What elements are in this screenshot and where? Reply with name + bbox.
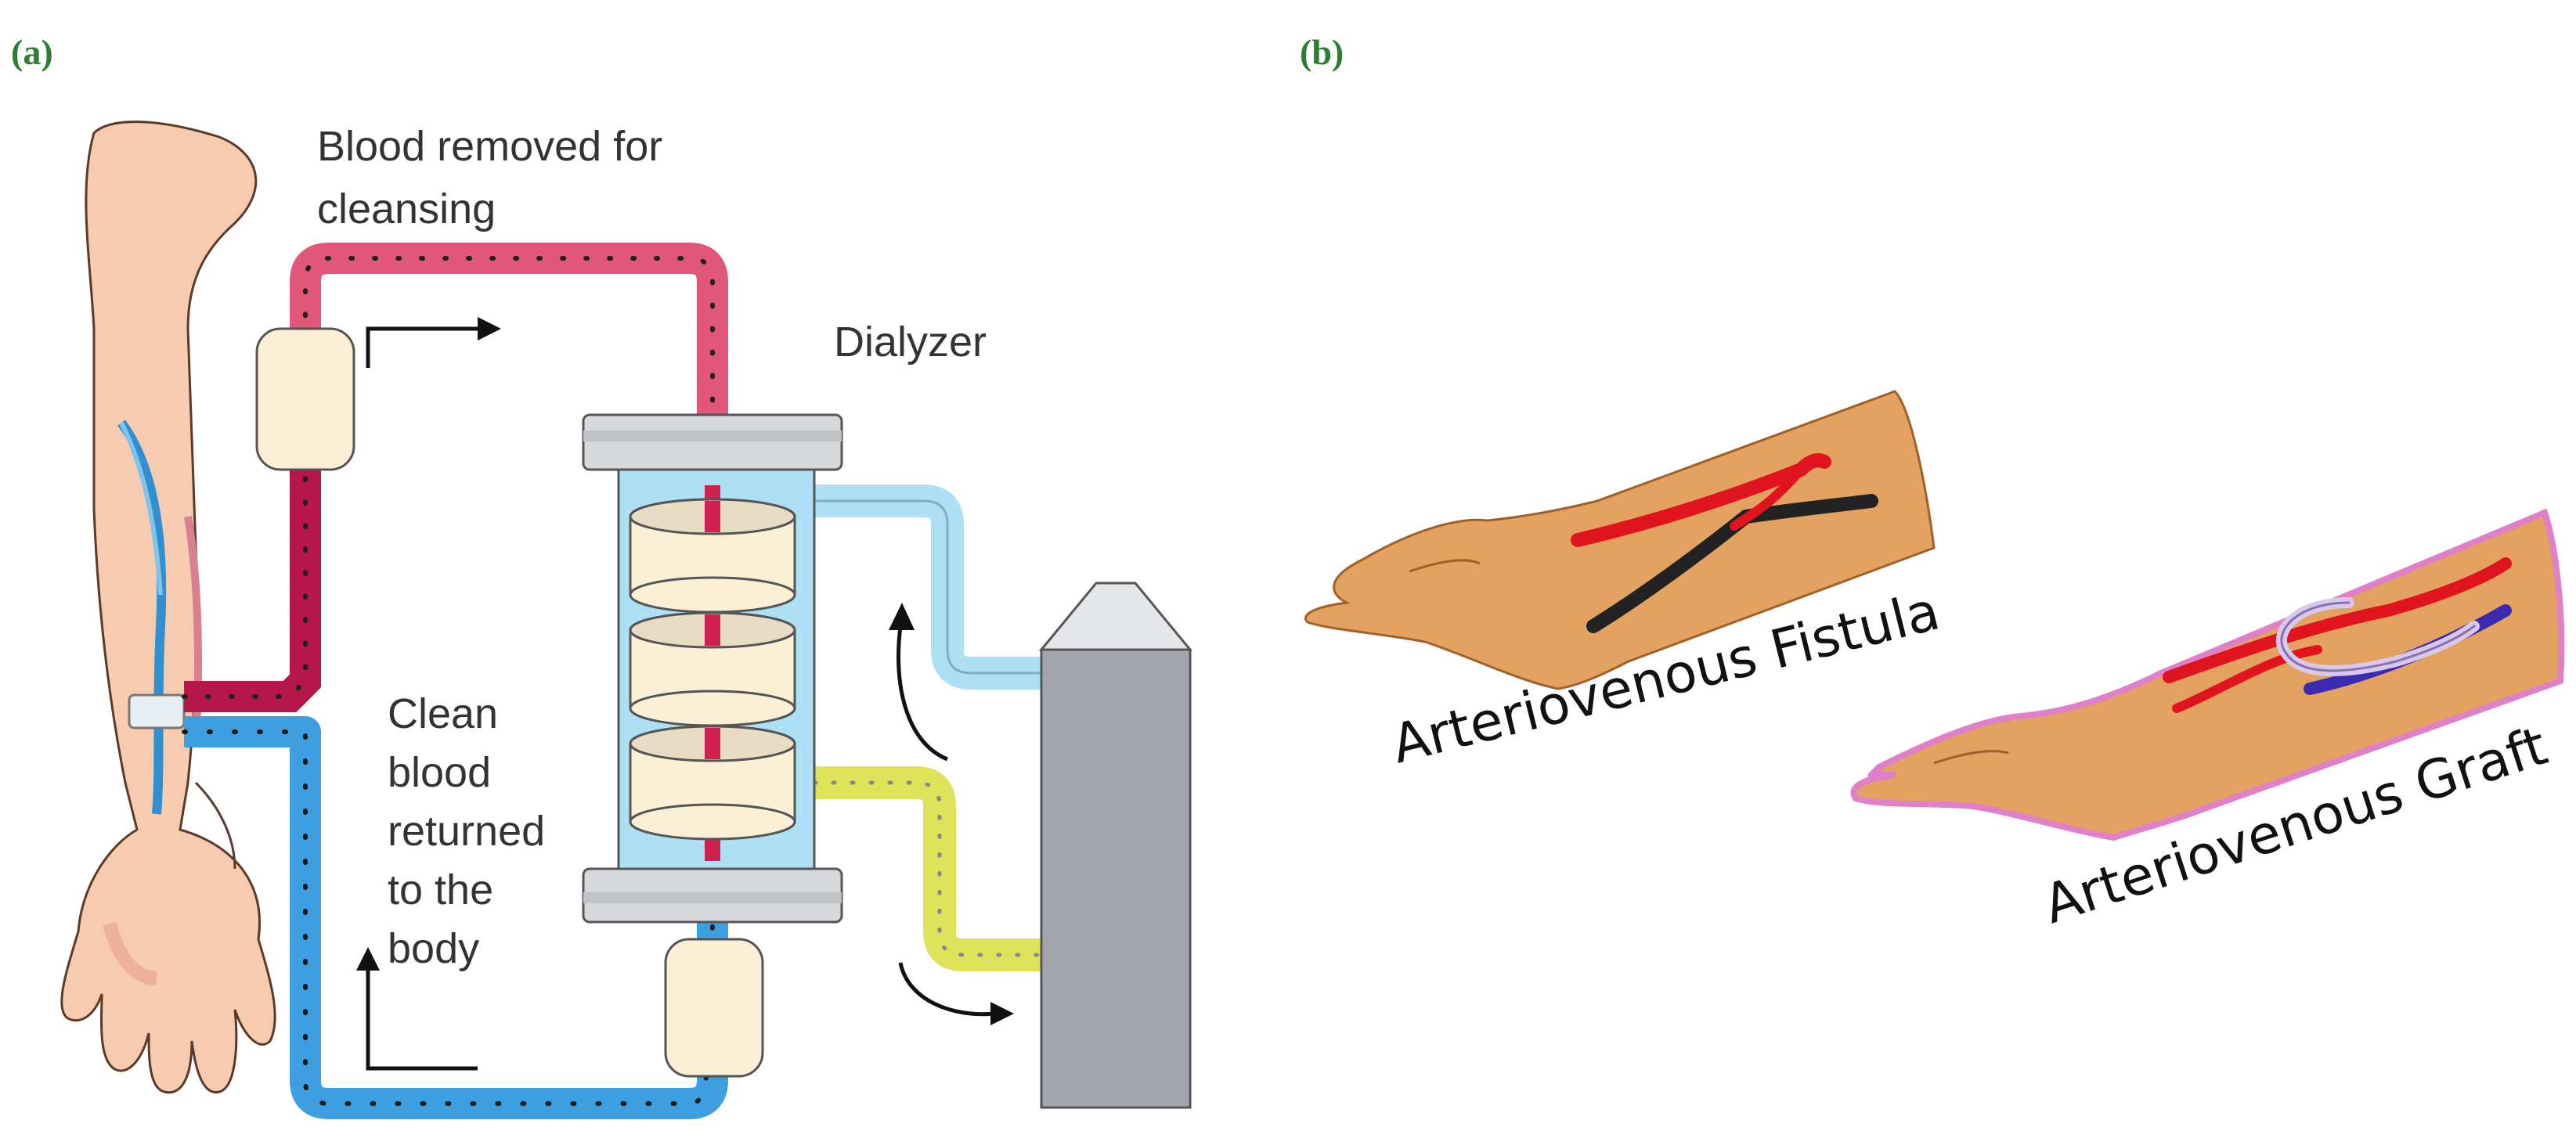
pump-chamber-bottom [664, 938, 764, 1078]
arm-skin-a [60, 121, 276, 1094]
arrow-dialysate-up [897, 625, 948, 762]
label-clean-4: to the [388, 866, 493, 913]
label-clean-2: blood [388, 749, 491, 796]
graft-arm [1850, 508, 2565, 841]
arm-skin-fistula [1304, 390, 1936, 690]
fistula-artery [1571, 453, 1831, 547]
panel-a-label: (a) [11, 32, 53, 72]
dialysate-out-tube [814, 484, 1041, 690]
machine-top [1038, 582, 1193, 651]
arrow-dialysate-down [898, 962, 995, 1017]
fistula-arm [1304, 390, 1936, 690]
arrow-to-dialyzer [366, 326, 478, 368]
filter-discs [629, 498, 796, 841]
label-clean-1: Clean [388, 690, 498, 737]
label-blood-removed-1: Blood removed for [317, 123, 662, 170]
dialysate-machine [1038, 582, 1193, 1109]
graft-artery [2163, 557, 2512, 683]
pump-chamber-top [255, 327, 355, 471]
arm-skin-graft [1850, 508, 2565, 841]
label-clean-5: body [388, 925, 479, 972]
arm-vein [117, 420, 167, 815]
venous-line [182, 716, 764, 1119]
needle-clamp [128, 693, 186, 729]
dialyzer-top-cap [582, 413, 843, 471]
flow-arrows [356, 317, 1014, 1071]
arrow-to-body [366, 971, 478, 1071]
label-dialyzer: Dialyzer [834, 319, 987, 366]
machine-body [1040, 648, 1192, 1109]
label-clean-3: returned [388, 808, 545, 855]
dialyzer [582, 413, 843, 924]
label-blood-removed-2: cleansing [317, 185, 496, 232]
panel-b-label: (b) [1300, 32, 1344, 72]
arm-artery [184, 516, 202, 744]
dialysate-in-tube [814, 766, 1041, 971]
arterial-line [182, 243, 728, 712]
arm-illustration [60, 121, 276, 1094]
